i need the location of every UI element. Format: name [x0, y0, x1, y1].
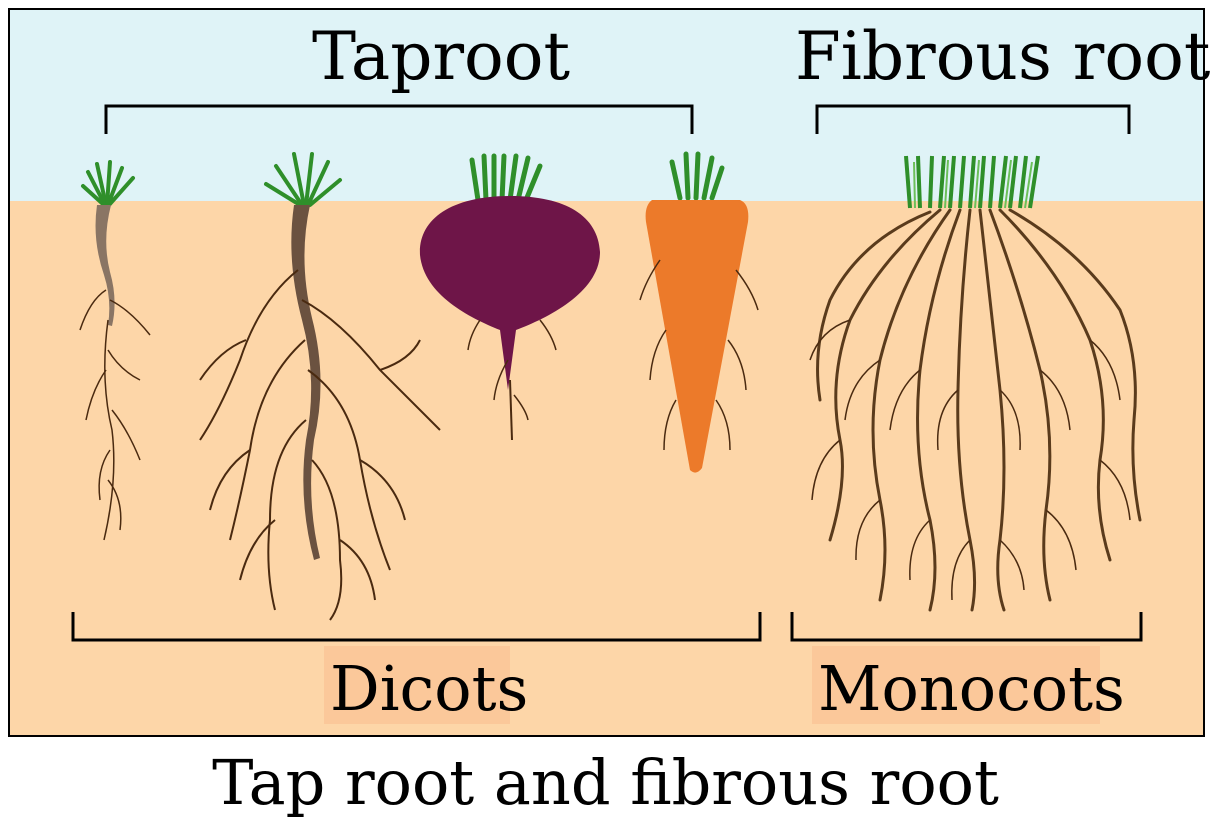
figure-caption: Tap root and fibrous root	[212, 746, 999, 819]
fibrous-root-bracket	[815, 104, 1131, 134]
taproot-bracket	[104, 104, 694, 134]
dicots-label-bg	[324, 646, 510, 724]
fibrous-root-label: Fibrous root	[795, 18, 1211, 95]
dicots-label: Dicots	[330, 652, 529, 725]
monocots-label-bg	[812, 646, 1100, 724]
dicots-bracket	[71, 612, 762, 642]
carrot-plant	[639, 151, 759, 473]
taproot-label: Taproot	[312, 18, 571, 95]
mature-taproot-plant	[199, 152, 441, 621]
beetroot-plant	[419, 153, 600, 441]
young-taproot-plant	[79, 160, 151, 541]
monocots-bracket	[790, 612, 1143, 642]
monocots-label: Monocots	[818, 652, 1125, 725]
fibrous-root-plant	[809, 155, 1142, 612]
diagram-frame	[8, 8, 1205, 737]
